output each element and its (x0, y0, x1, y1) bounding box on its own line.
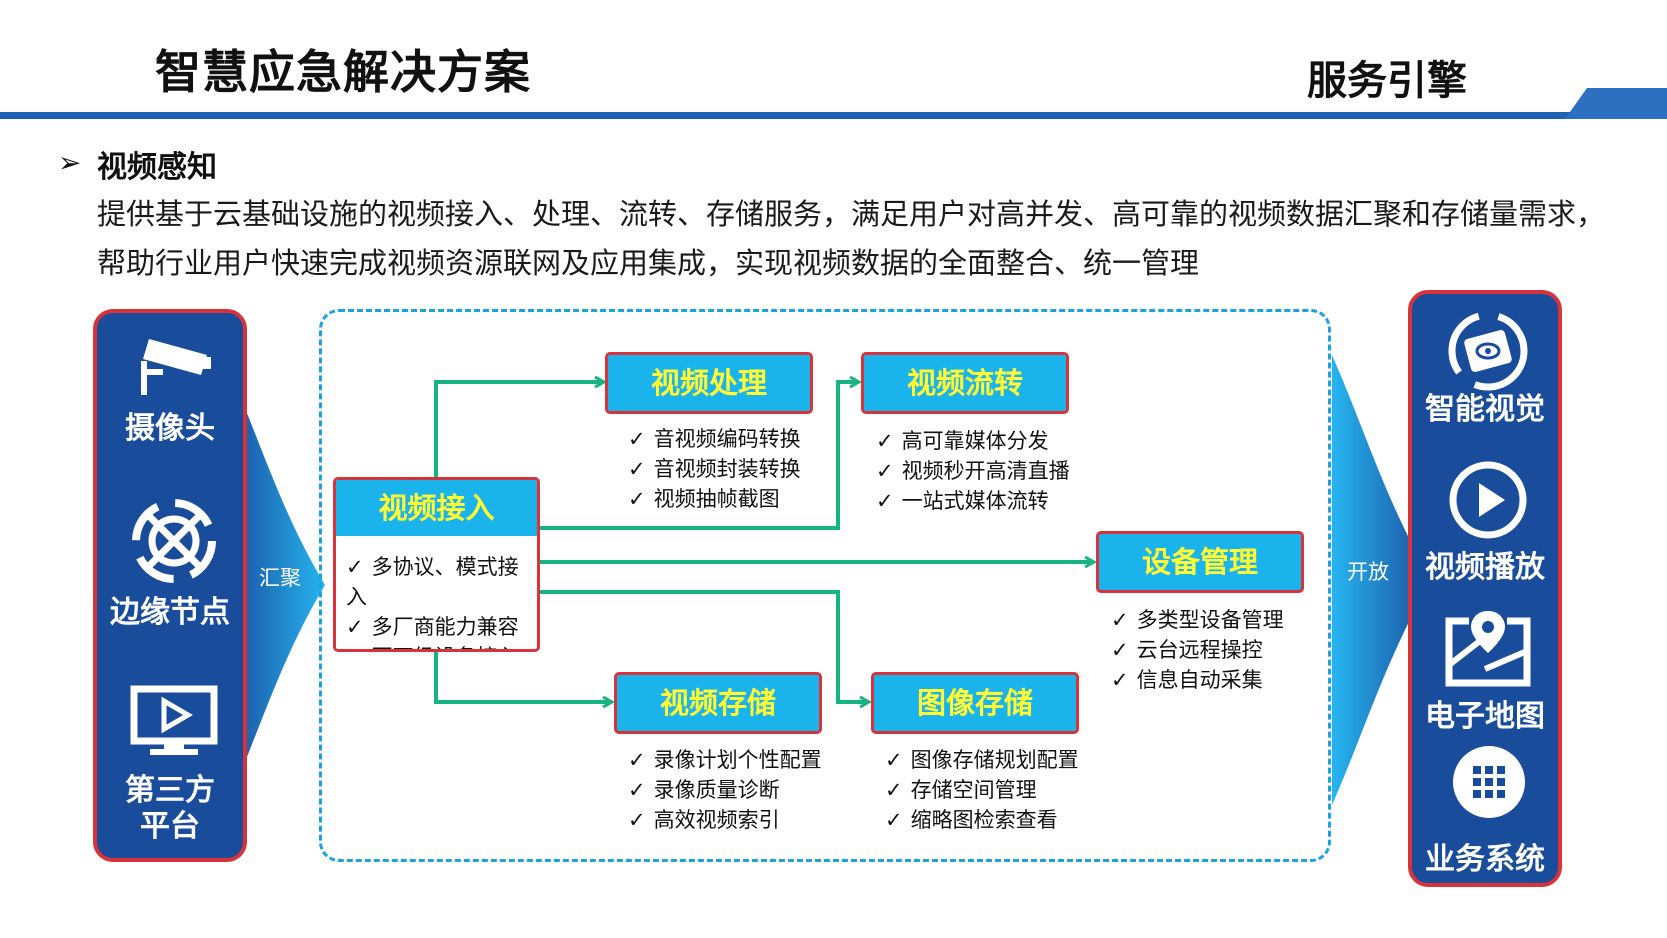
list-item: 多协议、模式接入 (346, 552, 537, 612)
source-label-edge-node: 边缘节点 (110, 595, 230, 630)
header-divider (0, 112, 1667, 119)
list-item: 信息自动采集 (1111, 665, 1284, 695)
intro-heading: 视频感知 (97, 150, 217, 185)
node-video-storage: 视频存储 (614, 672, 822, 734)
node-video-transfer: 视频流转 (861, 352, 1069, 414)
transfer-features: 高可靠媒体分发 视频秒开高清直播 一站式媒体流转 (876, 426, 1070, 516)
play-icon (1449, 461, 1527, 539)
list-item: 高效视频索引 (628, 805, 822, 835)
list-item: 多厂商能力兼容 (346, 612, 537, 642)
output-label-e-map: 电子地图 (1425, 699, 1545, 734)
output-label-business-system: 业务系统 (1425, 842, 1545, 877)
device-features: 多类型设备管理 云台远程操控 信息自动采集 (1111, 605, 1284, 695)
list-item: 云台远程操控 (1111, 635, 1284, 665)
monitor-icon (130, 685, 218, 755)
open-label: 开放 (1347, 560, 1389, 584)
list-item: 百万级设备接入 (346, 642, 537, 649)
output-label-vision: 智能视觉 (1425, 392, 1545, 427)
node-title-video-ingest: 视频接入 (336, 480, 537, 536)
list-item: 高可靠媒体分发 (876, 426, 1070, 456)
source-label-third-party: 第三方 平台 (125, 773, 215, 844)
list-item: 视频抽帧截图 (628, 484, 801, 514)
list-item: 图像存储规划配置 (885, 745, 1079, 775)
list-item: 录像计划个性配置 (628, 745, 822, 775)
output-panel: 智能视觉 视频播放 电子地图 业务系统 (1408, 290, 1562, 887)
source-label-camera: 摄像头 (125, 411, 215, 446)
list-item: 录像质量诊断 (628, 775, 822, 805)
node-image-storage: 图像存储 (871, 672, 1079, 734)
node-video-ingest: 视频接入 多协议、模式接入 多厂商能力兼容 百万级设备接入 (333, 477, 540, 652)
node-video-processing: 视频处理 (605, 352, 813, 414)
list-item: 音视频封装转换 (628, 454, 801, 484)
source-panel: 摄像头 边缘节点 第三方 平台 (93, 309, 247, 862)
section-title: 服务引擎 (1307, 58, 1467, 104)
video-storage-features: 录像计划个性配置 录像质量诊断 高效视频索引 (628, 745, 822, 835)
bullet-marker-icon: ➢ (58, 146, 82, 179)
converge-arrow-icon (225, 360, 325, 810)
video-service-container (319, 309, 1331, 862)
list-item: 缩略图检索查看 (885, 805, 1079, 835)
list-item: 音视频编码转换 (628, 424, 801, 454)
header-accent-tab (1565, 88, 1667, 119)
list-item: 一站式媒体流转 (876, 486, 1070, 516)
map-icon (1445, 611, 1531, 687)
camera-icon (141, 339, 211, 395)
converge-label: 汇聚 (259, 566, 301, 590)
vision-icon (1448, 311, 1528, 391)
list-item: 视频秒开高清直播 (876, 456, 1070, 486)
grid-icon (1453, 746, 1525, 818)
output-label-video-play: 视频播放 (1425, 550, 1545, 585)
list-item: 多类型设备管理 (1111, 605, 1284, 635)
edge-node-icon (132, 499, 216, 583)
ingest-features: 多协议、模式接入 多厂商能力兼容 百万级设备接入 (346, 552, 537, 649)
node-device-management: 设备管理 (1096, 531, 1304, 593)
list-item: 存储空间管理 (885, 775, 1079, 805)
image-storage-features: 图像存储规划配置 存储空间管理 缩略图检索查看 (885, 745, 1079, 835)
page-title: 智慧应急解决方案 (155, 45, 531, 99)
intro-text: 提供基于云基础设施的视频接入、处理、流转、存储服务，满足用户对高并发、高可靠的视… (97, 197, 1606, 280)
processing-features: 音视频编码转换 音视频封装转换 视频抽帧截图 (628, 424, 801, 514)
open-arrow-icon (1332, 355, 1432, 805)
